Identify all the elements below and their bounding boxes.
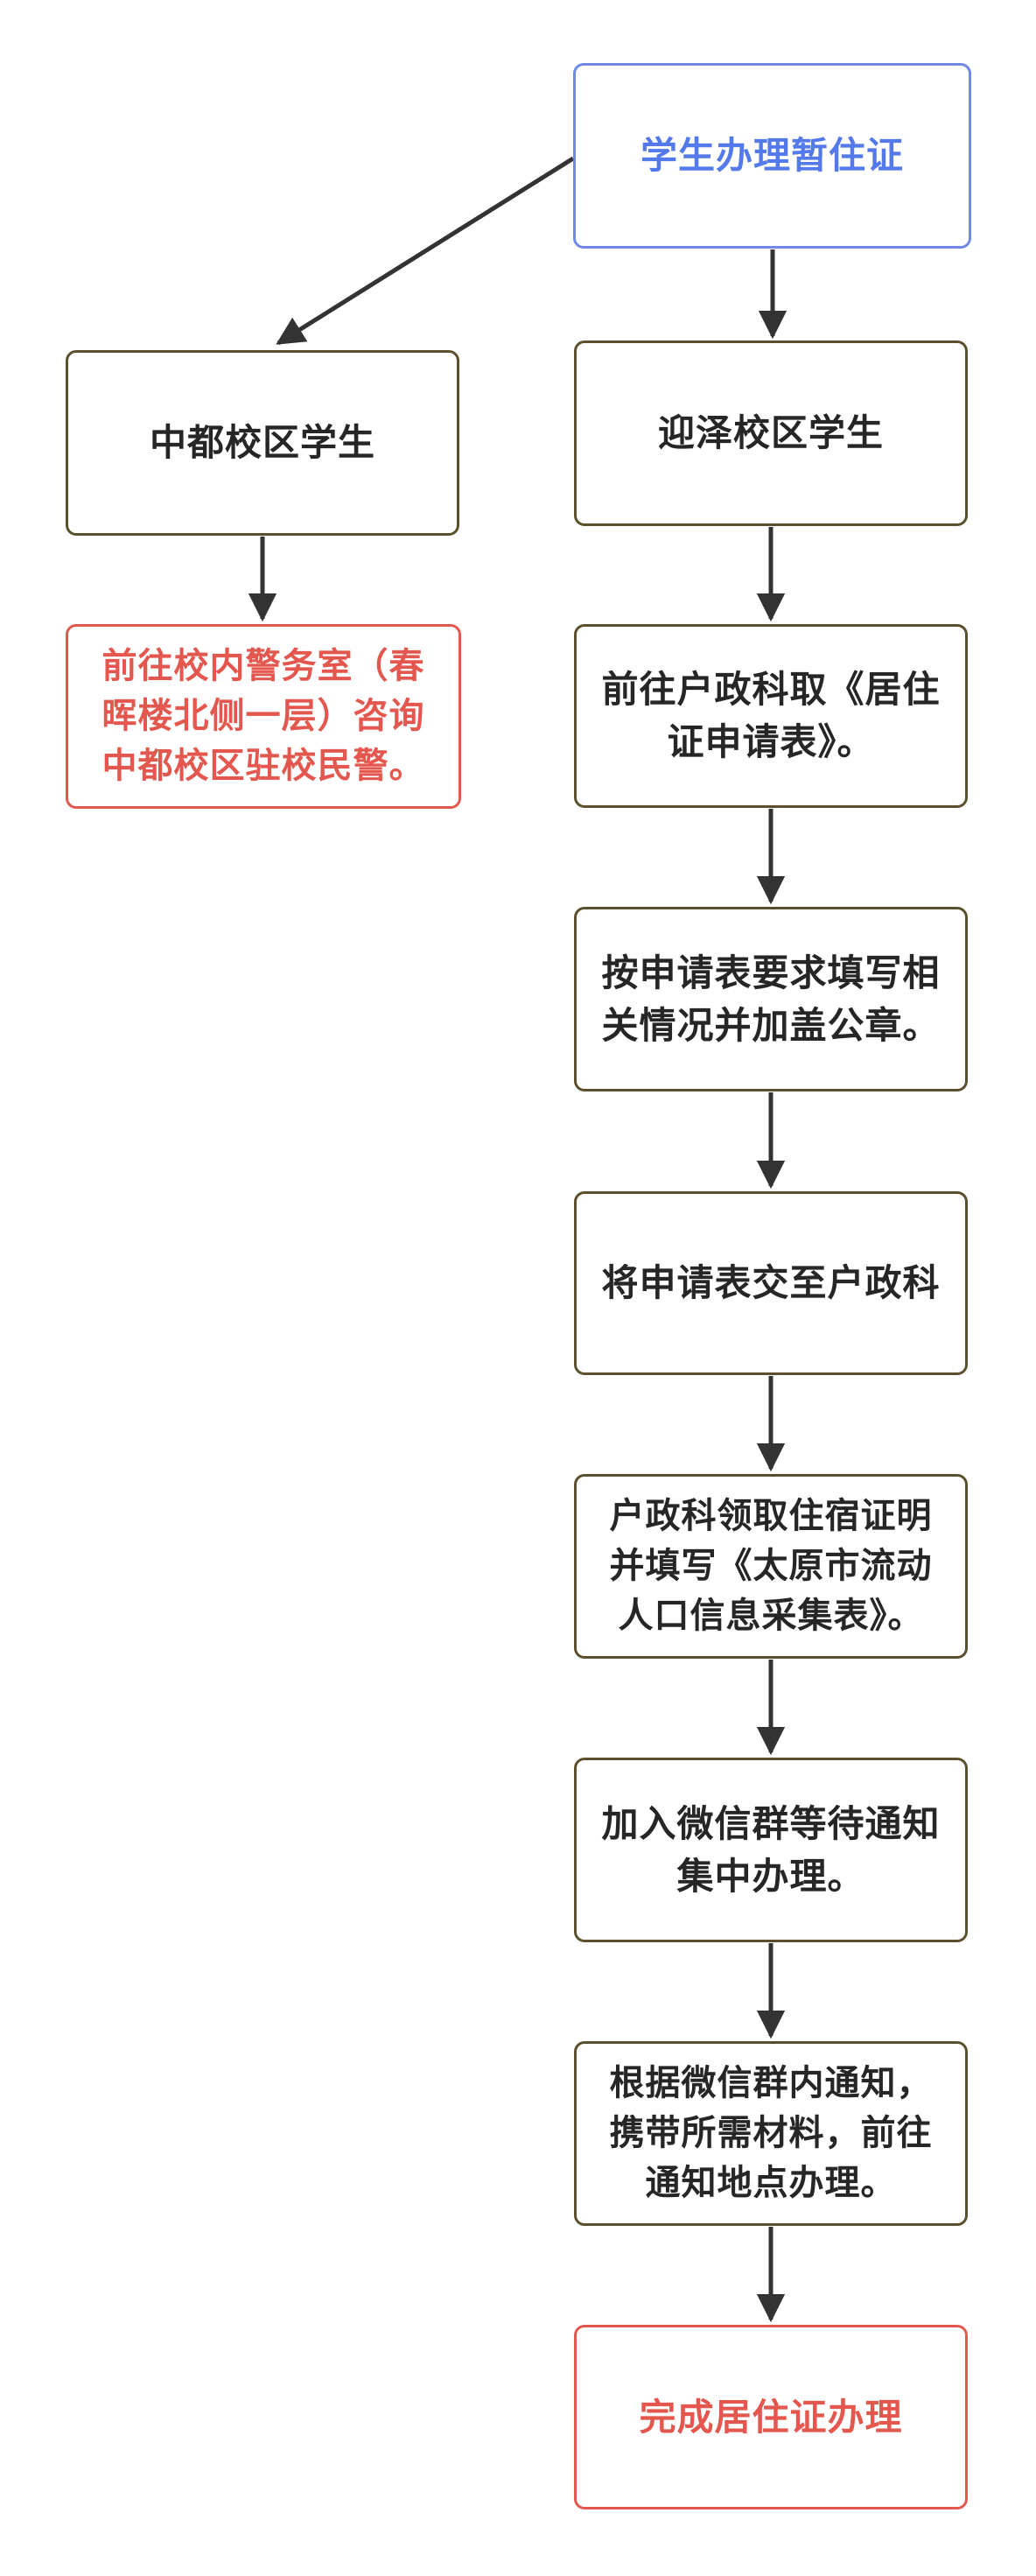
- flow-node-zhongdu-campus: 中都校区学生: [66, 350, 459, 536]
- flow-node-zhongdu-advice: 前往校内警务室（春晖楼北侧一层）咨询中都校区驻校民警。: [66, 624, 461, 809]
- flow-node-step-wechat-group: 加入微信群等待通知集中办理。: [574, 1758, 968, 1942]
- flow-node-step-certificate: 户政科领取住宿证明并填写《太原市流动人口信息采集表》。: [574, 1474, 968, 1659]
- flow-node-step-submit-form: 将申请表交至户政科: [574, 1191, 968, 1375]
- edge-start-zhongdu: [276, 156, 575, 346]
- flow-node-yingze-campus: 迎泽校区学生: [574, 340, 968, 526]
- flow-node-step-fill-form: 按申请表要求填写相关情况并加盖公章。: [574, 907, 968, 1091]
- flow-node-start: 学生办理暂住证: [573, 63, 971, 249]
- flow-node-step-get-form: 前往户政科取《居住证申请表》。: [574, 624, 968, 808]
- flow-node-step-go-handle: 根据微信群内通知，携带所需材料，前往通知地点办理。: [574, 2041, 968, 2226]
- flow-node-end: 完成居住证办理: [574, 2325, 968, 2509]
